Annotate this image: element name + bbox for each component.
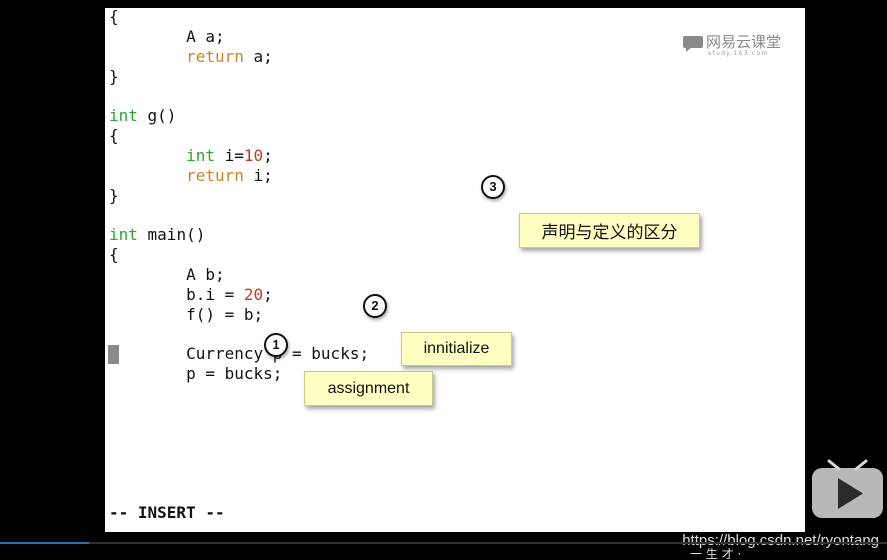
code-line: p = bucks; xyxy=(109,364,282,384)
code-line: return a; xyxy=(109,47,273,67)
code-token: } xyxy=(109,66,119,86)
code-token: i; xyxy=(243,165,273,185)
video-frame: { A a; return a;}int g(){ int i=10; retu… xyxy=(105,8,805,532)
note-assignment: assignment xyxy=(304,371,433,406)
code-token: { xyxy=(109,245,119,265)
code-token: } xyxy=(109,185,119,205)
code-token: int xyxy=(109,106,138,126)
vim-mode-indicator: -- INSERT -- xyxy=(109,503,225,522)
code-token: { xyxy=(109,126,119,146)
code-token: 20 xyxy=(243,284,264,304)
code-token: a; xyxy=(243,46,273,66)
code-line: int main() xyxy=(109,225,205,245)
note-declaration-vs-definition: 声明与定义的区分 xyxy=(519,213,700,248)
code-line: int g() xyxy=(109,106,176,126)
code-token: p = bucks; xyxy=(109,364,283,384)
note-initialize: innitialize xyxy=(401,332,512,366)
code-token: Currency p = bucks; xyxy=(109,344,370,364)
chat-bubble-icon xyxy=(683,36,703,52)
code-line: } xyxy=(109,186,119,206)
netease-study-logo: 网易云课堂 study.163.com xyxy=(682,32,782,58)
code-line: int i=10; xyxy=(109,146,273,166)
code-line: A a; xyxy=(109,27,225,47)
code-line: f() = b; xyxy=(109,305,263,325)
code-token: ; xyxy=(263,284,273,304)
code-line: } xyxy=(109,67,119,87)
code-token: 10 xyxy=(243,145,264,165)
annotation-marker-1: 1 xyxy=(264,333,288,357)
code-line: { xyxy=(109,8,119,27)
logo-domain: study.163.com xyxy=(708,50,769,57)
code-line: Currency p = bucks; xyxy=(109,344,369,364)
code-line: b.i = 20; xyxy=(109,285,273,305)
code-token: int xyxy=(109,225,138,245)
code-line: { xyxy=(109,126,119,146)
code-token: i= xyxy=(214,145,244,165)
play-icon[interactable] xyxy=(811,459,884,519)
code-line: A b; xyxy=(109,265,225,285)
code-token: return xyxy=(186,46,244,66)
subtitle-fragment: 一 生 才 · xyxy=(690,548,742,560)
code-token: f() = b; xyxy=(109,304,264,324)
logo-name: 网易云课堂 xyxy=(706,33,782,51)
code-line: { xyxy=(109,245,119,265)
code-line: return i; xyxy=(109,166,273,186)
code-token: A a; xyxy=(109,26,225,46)
text-cursor xyxy=(108,345,119,364)
code-token: A b; xyxy=(109,265,225,285)
video-progress-bar[interactable] xyxy=(0,542,887,544)
code-token: return xyxy=(186,165,244,185)
code-token: main() xyxy=(137,225,206,245)
code-token xyxy=(109,146,186,165)
code-token xyxy=(109,166,186,185)
code-token: b.i = xyxy=(109,284,244,304)
code-token: { xyxy=(109,8,119,26)
annotation-marker-2: 2 xyxy=(363,294,387,318)
code-token: g() xyxy=(137,106,177,126)
code-token: int xyxy=(186,145,215,165)
blog-watermark: https://blog.csdn.net/ryontang xyxy=(682,532,879,549)
code-token: ; xyxy=(263,145,273,165)
code-token xyxy=(109,47,186,66)
video-progress-fill xyxy=(0,542,89,544)
annotation-marker-3: 3 xyxy=(481,175,505,199)
